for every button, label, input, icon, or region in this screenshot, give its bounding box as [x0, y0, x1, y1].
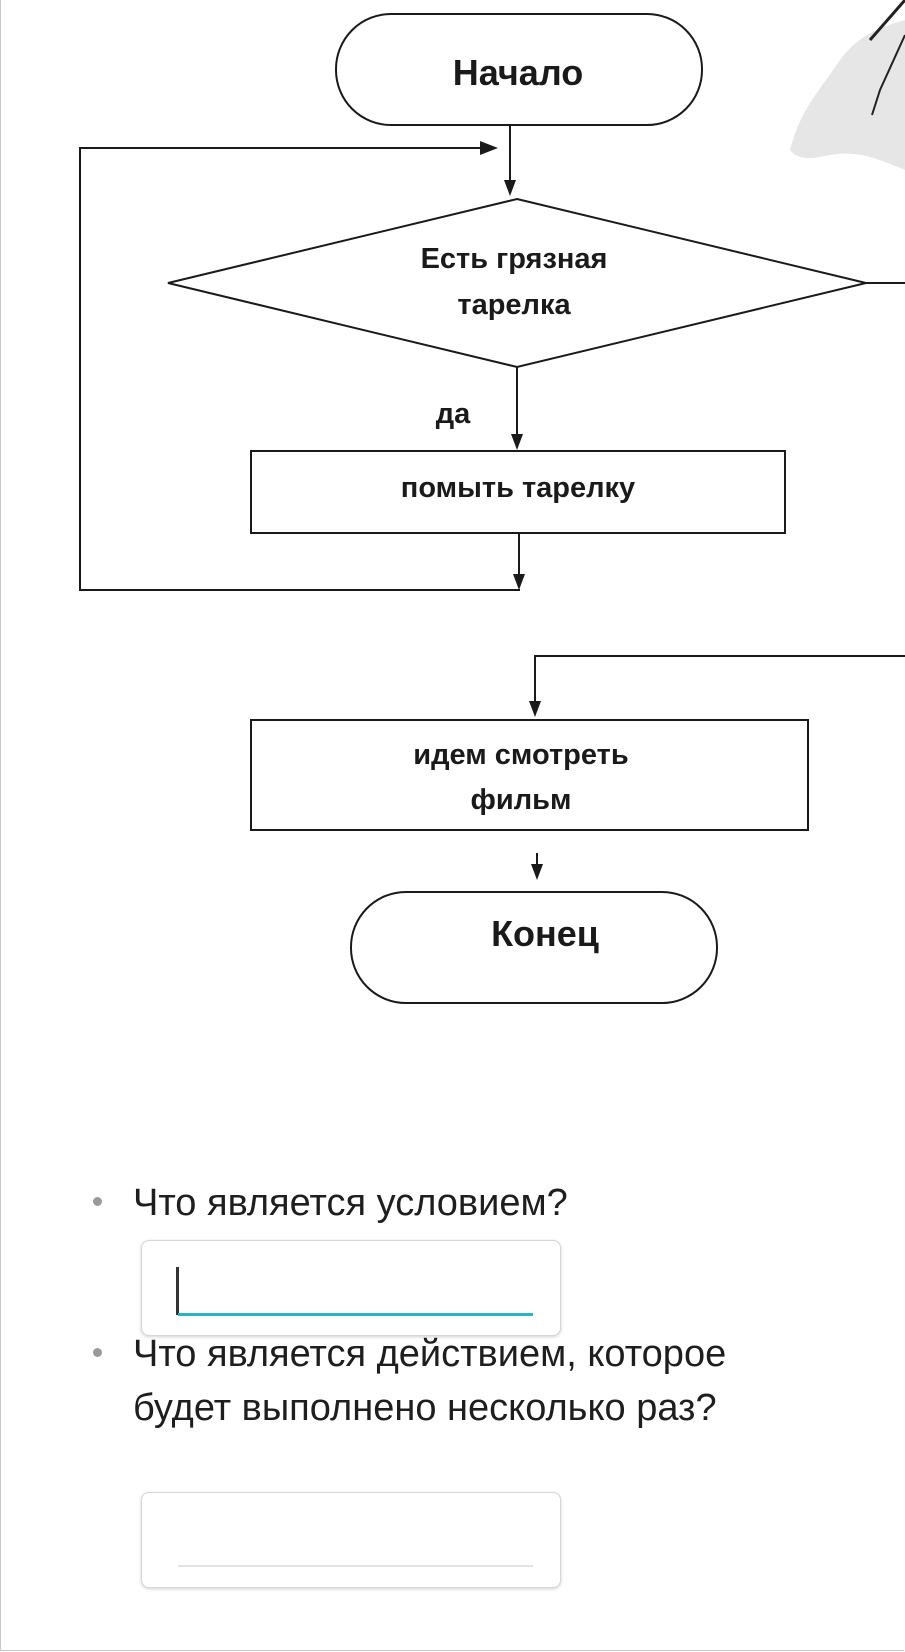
end-label: Конец	[491, 913, 599, 954]
question-1-text: Что является условием?	[133, 1182, 568, 1224]
answer-input-1[interactable]	[178, 1271, 533, 1311]
loop-back-line	[79, 147, 520, 591]
flowchart-diagram: Начало Есть грязная тарелка да помыть та…	[79, 0, 905, 1004]
action-label: помыть тарелку	[401, 472, 635, 504]
answer-underline-1	[178, 1313, 533, 1316]
answer-input-2[interactable]	[178, 1523, 533, 1563]
condition-diamond	[167, 197, 867, 369]
condition-label-line1: Есть грязная	[421, 243, 608, 275]
question-2-text-line2: будет выполнено несколько раз?	[133, 1387, 717, 1429]
bullet-icon	[93, 1197, 102, 1206]
after-loop-label-line1: идем смотреть	[413, 739, 628, 771]
bullet-icon	[93, 1348, 102, 1357]
question-1: Что является условием?	[93, 1176, 568, 1230]
after-loop-label-line2: фильм	[471, 784, 572, 816]
end-terminator	[350, 891, 718, 1004]
scribble-decoration	[790, 0, 905, 170]
start-terminator	[335, 13, 703, 126]
action-box	[250, 450, 786, 534]
question-2-text-line1: Что является действием, которое	[133, 1333, 727, 1375]
answer-box-1[interactable]	[141, 1240, 561, 1336]
yes-label: да	[436, 398, 471, 430]
condition-label-line2: тарелка	[457, 289, 571, 321]
answer-box-2[interactable]	[141, 1492, 561, 1588]
text-caret	[176, 1267, 179, 1315]
question-2: Что является действием, которое будет вы…	[93, 1327, 727, 1435]
after-loop-box	[250, 719, 809, 831]
start-label: Начало	[453, 52, 583, 93]
answer-underline-2	[178, 1565, 533, 1567]
